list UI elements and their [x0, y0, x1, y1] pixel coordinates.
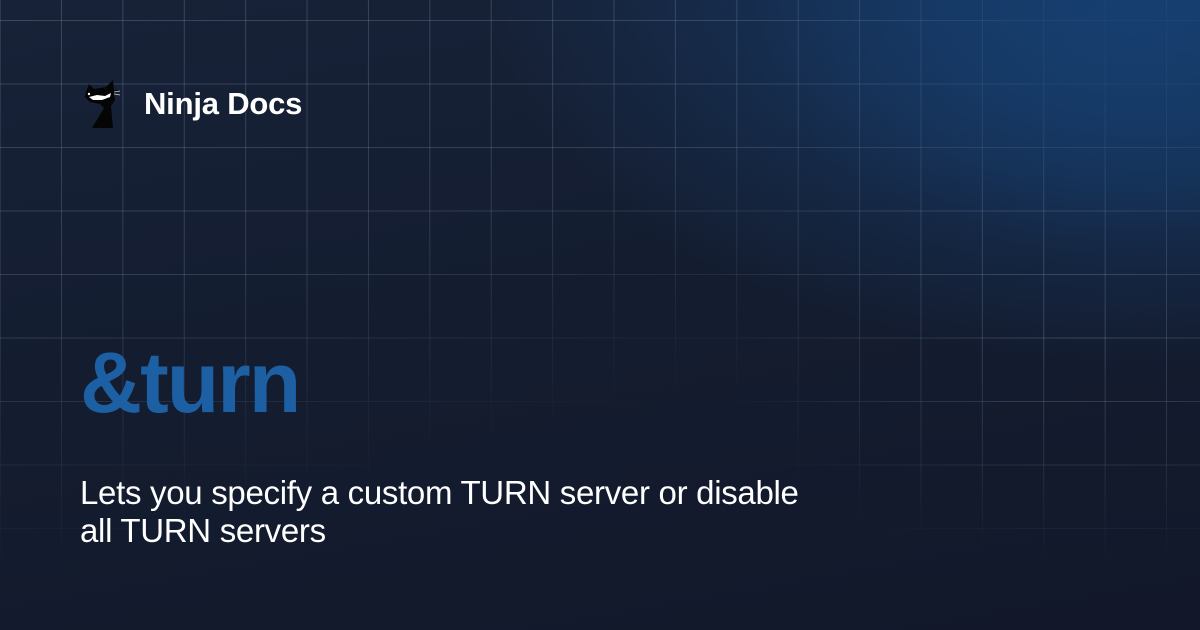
- page-title: &turn: [80, 335, 301, 431]
- ninja-cat-icon: [85, 80, 121, 128]
- brand-header: Ninja Docs: [80, 78, 302, 130]
- page-description: Lets you specify a custom TURN server or…: [80, 474, 799, 549]
- brand-name: Ninja Docs: [144, 86, 303, 121]
